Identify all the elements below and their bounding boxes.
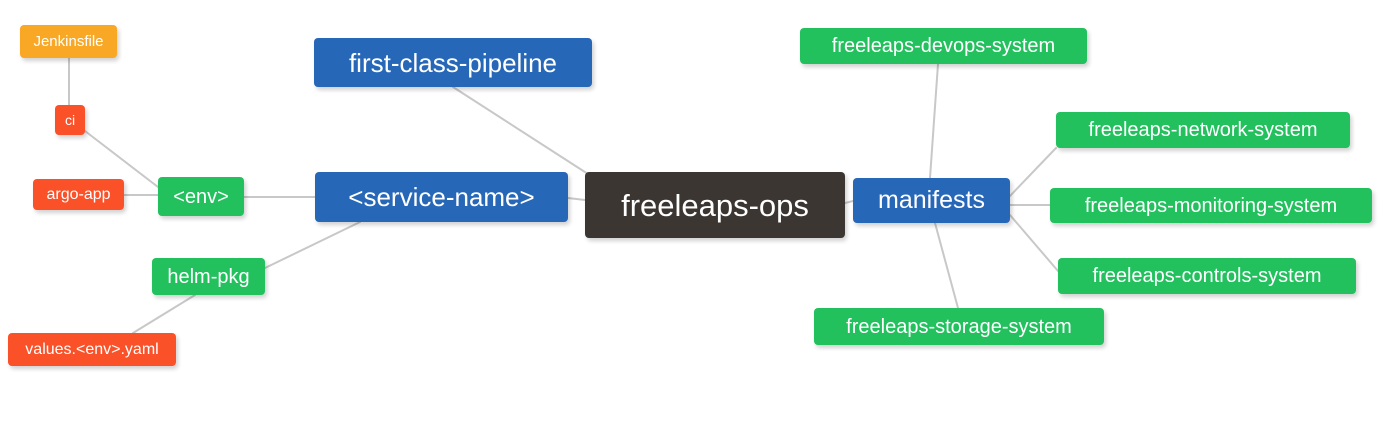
node-label-freeleaps-network-system: freeleaps-network-system xyxy=(1088,119,1318,141)
node-freeleaps-devops-system[interactable]: freeleaps-devops-system xyxy=(800,28,1087,64)
node-label-freeleaps-controls-system: freeleaps-controls-system xyxy=(1092,265,1322,287)
node-ci[interactable]: ci xyxy=(55,105,85,135)
edge-ops-service xyxy=(567,197,586,201)
node-label-env: <env> xyxy=(173,185,229,208)
node-manifests[interactable]: manifests xyxy=(853,178,1010,223)
edge-helm-values xyxy=(132,294,196,334)
node-label-values-env-yaml: values.<env>.yaml xyxy=(25,340,159,358)
node-values-env-yaml[interactable]: values.<env>.yaml xyxy=(8,333,176,366)
edge-manifests-devops xyxy=(929,63,939,179)
node-service-name[interactable]: <service-name> xyxy=(315,172,568,222)
node-label-ci: ci xyxy=(64,112,76,128)
edge-ops-manifests xyxy=(844,200,854,204)
node-label-jenkinsfile: Jenkinsfile xyxy=(33,33,104,50)
node-label-helm-pkg: helm-pkg xyxy=(167,265,250,288)
node-label-freeleaps-devops-system: freeleaps-devops-system xyxy=(831,35,1056,57)
node-freeleaps-network-system[interactable]: freeleaps-network-system xyxy=(1056,112,1350,148)
node-freeleaps-controls-system[interactable]: freeleaps-controls-system xyxy=(1058,258,1356,294)
node-helm-pkg[interactable]: helm-pkg xyxy=(152,258,265,295)
node-first-class-pipeline[interactable]: first-class-pipeline xyxy=(314,38,592,87)
node-env[interactable]: <env> xyxy=(158,177,244,216)
node-label-manifests: manifests xyxy=(878,186,985,214)
node-label-freeleaps-monitoring-system: freeleaps-monitoring-system xyxy=(1084,194,1338,217)
node-freeleaps-ops[interactable]: freeleaps-ops xyxy=(585,172,845,238)
node-label-first-class-pipeline: first-class-pipeline xyxy=(348,47,558,78)
node-freeleaps-monitoring-system[interactable]: freeleaps-monitoring-system xyxy=(1050,188,1372,223)
node-argo-app[interactable]: argo-app xyxy=(33,179,124,210)
node-freeleaps-storage-system[interactable]: freeleaps-storage-system xyxy=(814,308,1104,345)
node-label-argo-app: argo-app xyxy=(46,185,111,203)
edge-ops-pipeline xyxy=(452,86,589,175)
node-jenkinsfile[interactable]: Jenkinsfile xyxy=(20,25,117,58)
edge-service-helm xyxy=(264,221,361,269)
node-label-freeleaps-storage-system: freeleaps-storage-system xyxy=(846,315,1072,338)
edge-manifests-network xyxy=(1009,147,1057,197)
node-label-freeleaps-ops: freeleaps-ops xyxy=(621,187,809,223)
node-label-service-name: <service-name> xyxy=(348,182,535,212)
edge-manifests-controls xyxy=(1009,214,1059,272)
edge-manifests-storage xyxy=(934,222,959,309)
